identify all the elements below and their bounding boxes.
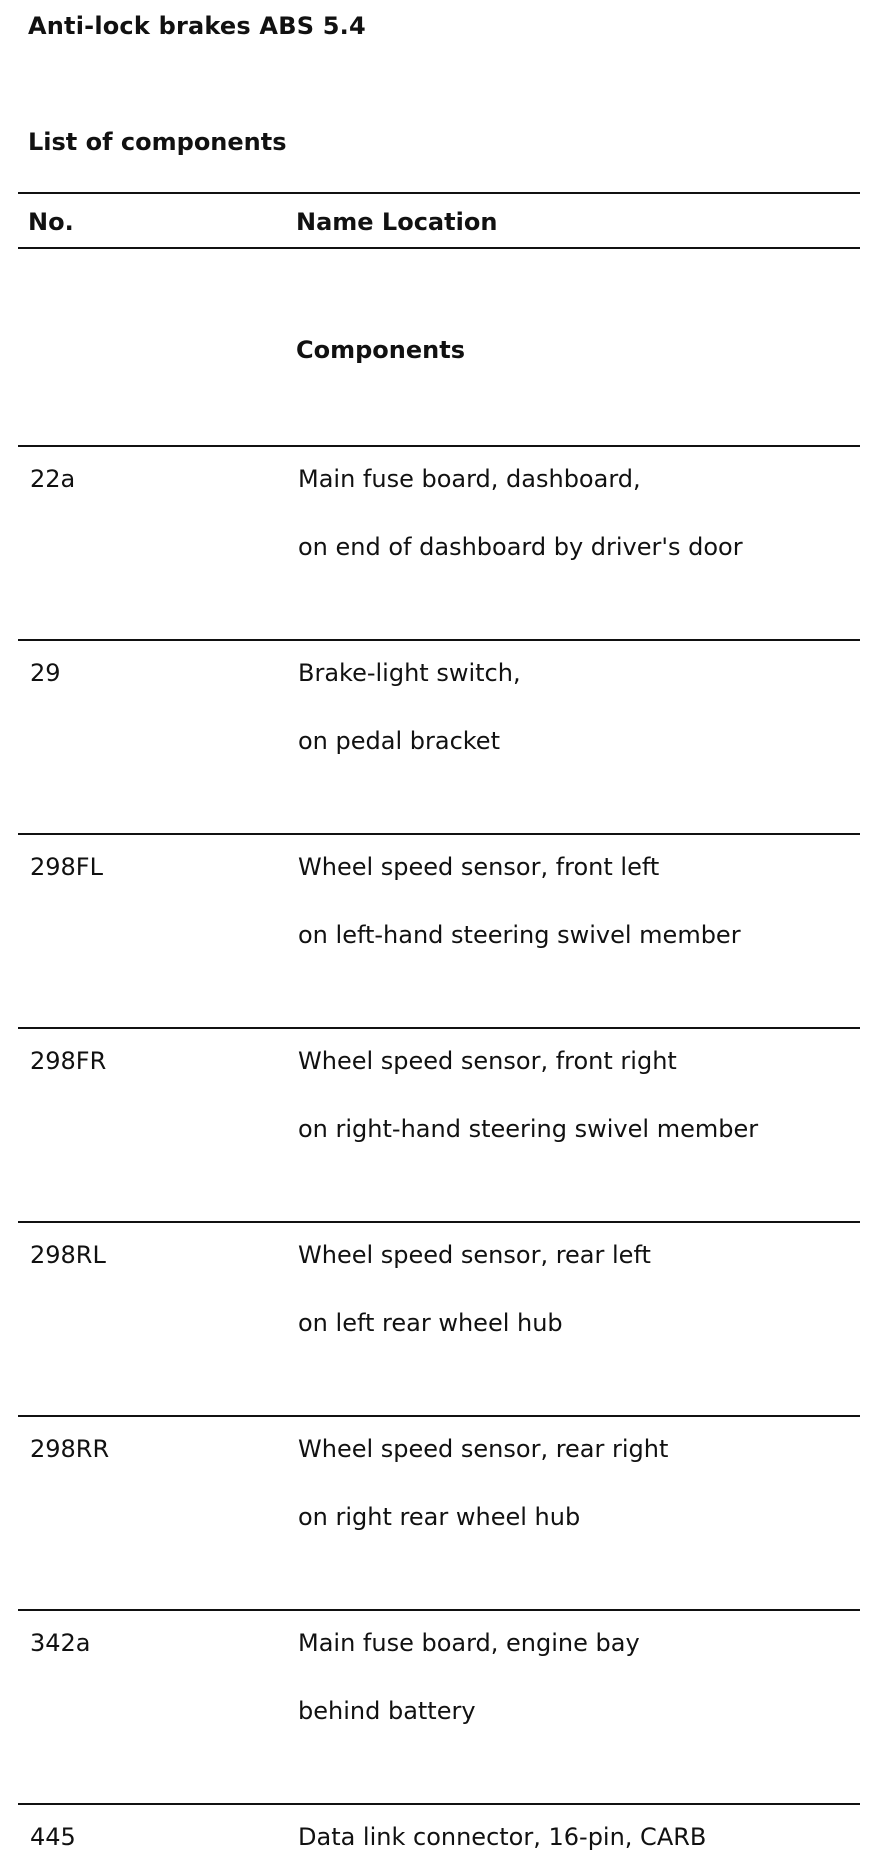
table-row: 298FR Wheel speed sensor, front right on…	[18, 1027, 860, 1221]
document-title: Anti-lock brakes ABS 5.4	[28, 12, 366, 40]
row-rule	[18, 1027, 860, 1029]
row-rule	[18, 1609, 860, 1611]
component-name: Wheel speed sensor, front right	[298, 1047, 677, 1075]
row-rule	[18, 1803, 860, 1805]
component-location: on right rear wheel hub	[298, 1503, 581, 1531]
section-title: List of components	[28, 128, 287, 156]
table-header-rule	[18, 247, 860, 249]
component-name: Brake-light switch,	[298, 659, 521, 687]
row-rule	[18, 1415, 860, 1417]
row-rule	[18, 445, 860, 447]
table-row: 22a Main fuse board, dashboard, on end o…	[18, 445, 860, 639]
component-name: Main fuse board, dashboard,	[298, 465, 641, 493]
row-rule	[18, 833, 860, 835]
component-location: on left-hand steering swivel member	[298, 921, 741, 949]
column-header-name-location: Name Location	[296, 208, 498, 236]
component-number: 298RR	[30, 1435, 110, 1463]
component-name: Wheel speed sensor, rear left	[298, 1241, 651, 1269]
component-number: 342a	[30, 1629, 91, 1657]
table-row: 298RR Wheel speed sensor, rear right on …	[18, 1415, 860, 1609]
component-number: 298FL	[30, 853, 103, 881]
component-location: on left rear wheel hub	[298, 1309, 563, 1337]
table-row: 298FL Wheel speed sensor, front left on …	[18, 833, 860, 1027]
row-rule	[18, 1221, 860, 1223]
table-row: 298RL Wheel speed sensor, rear left on l…	[18, 1221, 860, 1415]
column-header-number: No.	[28, 208, 74, 236]
table-top-rule	[18, 192, 860, 194]
component-number: 22a	[30, 465, 76, 493]
component-name: Main fuse board, engine bay	[298, 1629, 640, 1657]
component-number: 298FR	[30, 1047, 107, 1075]
group-label: Components	[296, 336, 465, 364]
table-row: 445 Data link connector, 16-pin, CARB	[18, 1803, 860, 1864]
component-location: on right-hand steering swivel member	[298, 1115, 759, 1143]
component-location: behind battery	[298, 1697, 476, 1725]
component-name: Wheel speed sensor, rear right	[298, 1435, 669, 1463]
component-location: on pedal bracket	[298, 727, 500, 755]
component-number: 445	[30, 1823, 76, 1851]
component-number: 29	[30, 659, 61, 687]
component-name: Wheel speed sensor, front left	[298, 853, 660, 881]
table-row: 342a Main fuse board, engine bay behind …	[18, 1609, 860, 1803]
component-location: on end of dashboard by driver's door	[298, 533, 743, 561]
table-row: 29 Brake-light switch, on pedal bracket	[18, 639, 860, 833]
component-number: 298RL	[30, 1241, 106, 1269]
row-rule	[18, 639, 860, 641]
component-name: Data link connector, 16-pin, CARB	[298, 1823, 707, 1851]
